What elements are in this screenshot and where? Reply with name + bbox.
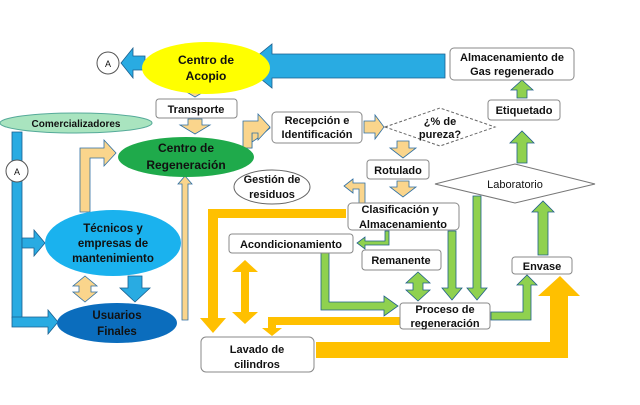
remanente-label: Remanente	[371, 255, 430, 267]
node-usuarios: Usuarios Finales	[57, 303, 177, 343]
gestion-label-1: Gestión de	[244, 174, 301, 186]
lavado-label-2: cilindros	[234, 359, 280, 371]
arrow-remanente-proceso-double	[404, 271, 432, 302]
transporte-label: Transporte	[168, 104, 225, 116]
arrow-clasificacion-to-lavado	[200, 209, 346, 333]
etiquetado-label: Etiquetado	[496, 105, 553, 117]
node-centro-acopio: Centro de Acopio	[142, 42, 270, 94]
arrow-usuarios-to-centro	[177, 175, 193, 321]
connector-a-left-label: A	[14, 167, 20, 177]
connector-a-label: A	[105, 59, 111, 69]
recepcion-label-2: Identificación	[282, 129, 353, 141]
node-tecnicos: Técnicos y empresas de mantenimiento	[45, 210, 181, 276]
comercializadores-label: Comercializadores	[32, 119, 121, 130]
clasificacion-label-2: Almacenamiento	[359, 219, 447, 231]
arrow-clasificacion-to-acondicionamiento	[356, 230, 390, 250]
arrow-rotulado-to-clasificacion	[388, 180, 418, 198]
node-rotulado: Rotulado	[366, 159, 430, 180]
arrow-almacenamiento-to-acopio	[244, 43, 446, 89]
clasificacion-label-1: Clasificación y	[361, 204, 439, 216]
centro-regeneracion-label-2: Regeneración	[146, 158, 225, 172]
node-gestion-residuos: Gestión de residuos	[233, 169, 311, 205]
centro-acopio-shape	[142, 42, 270, 94]
arrow-tecnicos-to-usuarios	[118, 275, 152, 303]
pureza-label-1: ¿% de	[424, 116, 456, 128]
recepcion-label-1: Recepción e	[285, 115, 350, 127]
acondicionamiento-label: Acondicionamiento	[240, 239, 342, 251]
node-proceso: Proceso de regeneración	[399, 302, 491, 330]
pureza-label-2: pureza?	[419, 129, 461, 141]
arrow-acopio-to-a	[120, 46, 146, 80]
arrow-acondicionamiento-to-proceso	[320, 252, 399, 317]
node-laboratorio: Laboratorio	[434, 163, 596, 204]
connector-a-top: A	[96, 51, 120, 75]
proceso-label-1: Proceso de	[415, 304, 474, 316]
node-etiquetado: Etiquetado	[487, 99, 561, 121]
arrow-tecnicos-to-centro	[79, 138, 117, 213]
node-almacenamiento-gas: Almacenamiento de Gas regenerado	[449, 47, 575, 81]
gestion-label-2: residuos	[249, 189, 295, 201]
centro-acopio-label-2: Acopio	[186, 69, 227, 83]
tecnicos-label-2: empresas de	[78, 238, 148, 250]
arrow-centro-to-recepcion-shaft	[242, 112, 271, 149]
laboratorio-label: Laboratorio	[487, 179, 543, 191]
arrow-transporte-to-centro	[178, 118, 212, 135]
centro-regeneracion-label-1: Centro de	[158, 141, 214, 155]
envase-label: Envase	[523, 261, 562, 273]
almacenamiento-label-2: Gas regenerado	[470, 66, 554, 78]
arrow-recepcion-to-pureza	[363, 113, 385, 141]
connector-a-left: A	[5, 159, 29, 183]
arrow-laboratorio-to-proceso	[466, 195, 488, 301]
node-pureza: ¿% de pureza?	[383, 107, 497, 147]
arrow-lavado-to-envase	[316, 276, 580, 358]
node-envase: Envase	[511, 256, 573, 275]
arrow-proceso-to-lavado	[262, 317, 400, 336]
arrow-clasificacion-to-gestion	[343, 178, 366, 204]
arrow-proceso-to-envase	[490, 274, 538, 321]
lavado-label-1: Lavado de	[230, 344, 284, 356]
arrow-to-tecnicos	[21, 228, 46, 258]
arrow-clasificacion-to-proceso	[441, 230, 463, 301]
node-recepcion: Recepción e Identificación	[271, 111, 363, 144]
arrow-tecnicos-usuarios-double	[71, 275, 99, 303]
node-transporte: Transporte	[155, 98, 238, 119]
node-clasificacion: Clasificación y Almacenamiento	[347, 202, 460, 231]
arrow-acondicionamiento-lavado-double	[232, 260, 258, 324]
proceso-label-2: regeneración	[410, 318, 479, 330]
rotulado-label: Rotulado	[374, 165, 422, 177]
arrow-pureza-to-rotulado	[388, 140, 418, 159]
usuarios-label-2: Finales	[97, 326, 137, 338]
tecnicos-label-1: Técnicos y	[83, 223, 143, 235]
node-acondicionamiento: Acondicionamiento	[228, 233, 354, 254]
node-comercializadores: Comercializadores	[0, 112, 153, 134]
node-remanente: Remanente	[361, 249, 442, 271]
tecnicos-label-3: mantenimiento	[72, 253, 154, 265]
centro-acopio-label-1: Centro de	[178, 53, 234, 67]
arrow-almacenamiento-etiquetado	[509, 79, 535, 99]
arrow-envase-to-laboratorio	[531, 200, 555, 256]
arrow-to-usuarios	[11, 308, 59, 336]
node-lavado: Lavado de cilindros	[200, 336, 315, 373]
usuarios-label-1: Usuarios	[92, 310, 141, 322]
node-centro-regeneracion: Centro de Regeneración	[118, 137, 254, 177]
almacenamiento-label-1: Almacenamiento de	[460, 52, 564, 64]
arrow-laboratorio-to-etiquetado	[509, 130, 535, 164]
